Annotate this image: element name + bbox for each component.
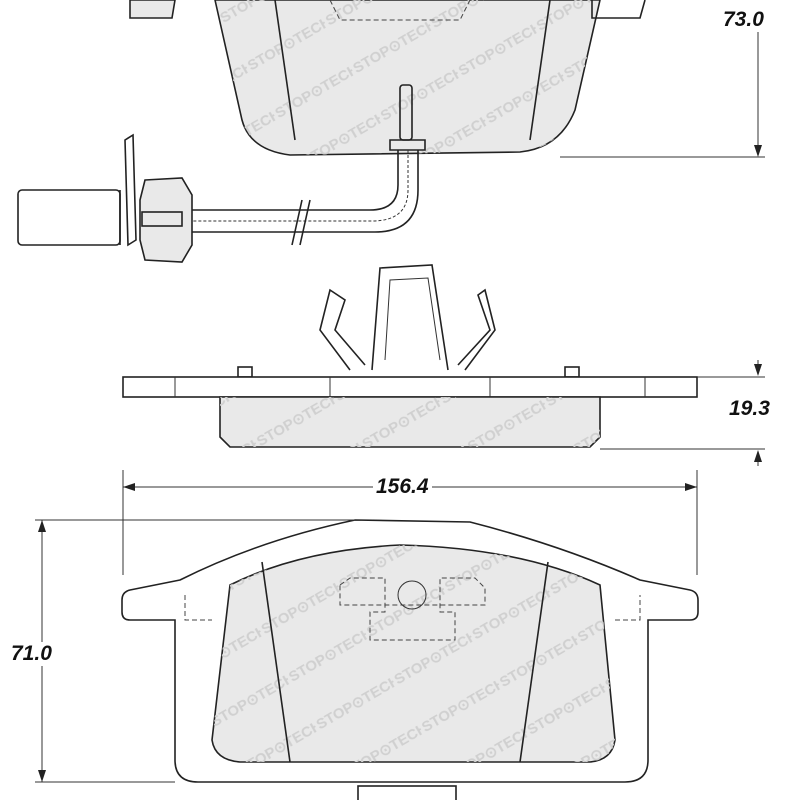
width-label: 156.4 (373, 475, 432, 499)
bottom-pad-height-label: 71.0 (8, 642, 55, 666)
thickness-label: 19.3 (726, 397, 773, 421)
top-height-dimension (560, 30, 765, 158)
top-brake-pad (129, 0, 646, 156)
bottom-height-dimension (35, 519, 355, 783)
thickness-dimension (600, 360, 765, 466)
side-view (122, 264, 698, 448)
top-pad-height-label: 73.0 (720, 8, 767, 32)
bottom-brake-pad (121, 519, 699, 800)
wear-sensor (17, 84, 426, 263)
